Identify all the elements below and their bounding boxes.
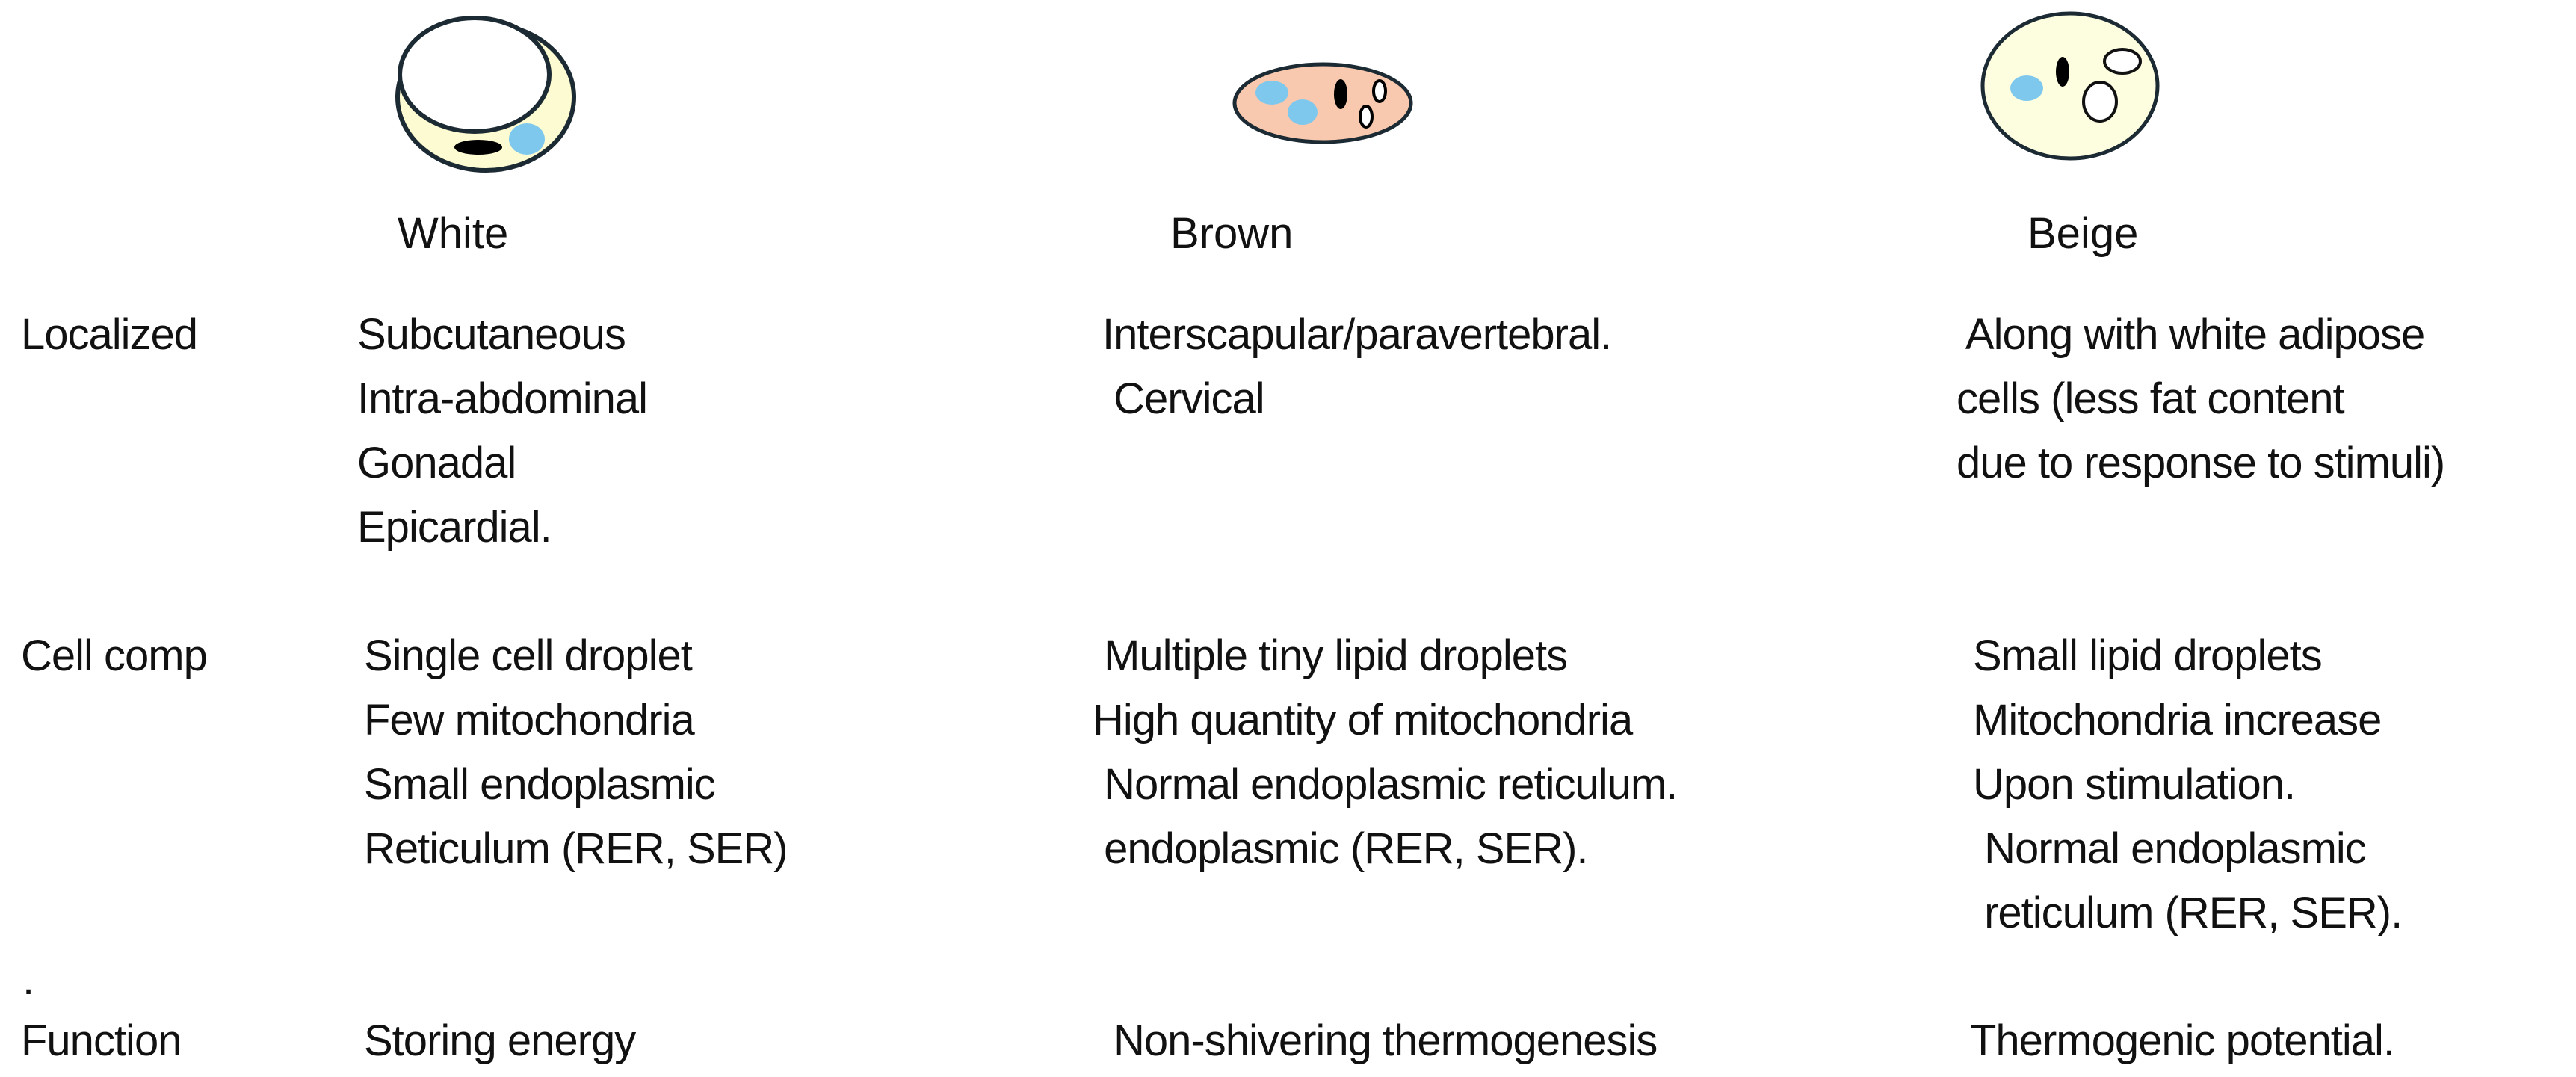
white-adipocyte-icon [395, 16, 576, 173]
cell-line: Cervical [1102, 374, 1265, 423]
cell-line: Subcutaneous [357, 310, 626, 359]
cell-line: Small endoplasmic [364, 760, 716, 809]
column-header-brown: Brown [1170, 209, 1294, 258]
localized-brown-cell: Interscapular/paravertebral. Cervical [1102, 303, 1612, 431]
cell-line: Few mitochondria [364, 696, 695, 744]
localized-beige-cell: Along with white adipose cells (less fat… [1956, 303, 2445, 496]
row-label-function: Function [21, 1016, 182, 1065]
cell-line: Upon stimulation. [1973, 760, 2296, 809]
cell-comp-brown-cell: Multiple tiny lipid droplets High quanti… [1093, 624, 1678, 881]
cell-line: Interscapular/paravertebral. [1102, 310, 1612, 359]
cell-line: cells (less fat content [1956, 374, 2345, 423]
cell-line: Multiple tiny lipid droplets [1093, 632, 1568, 680]
function-white-cell: Storing energy [364, 1016, 636, 1065]
column-header-beige: Beige [2027, 209, 2139, 258]
cell-comp-white-cell: Single cell droplet Few mitochondria Sma… [364, 624, 788, 881]
cell-line: endoplasmic (RER, SER). [1093, 824, 1588, 873]
cell-line: Along with white adipose [1956, 310, 2425, 359]
cell-line: Normal endoplasmic reticulum. [1093, 760, 1678, 809]
localized-white-cell: Subcutaneous Intra-abdominal Gonadal Epi… [357, 303, 648, 560]
cell-comp-beige-cell: Small lipid droplets Mitochondria increa… [1973, 624, 2403, 945]
cell-line: Reticulum (RER, SER) [364, 824, 788, 873]
cell-line: Single cell droplet [364, 632, 693, 680]
beige-adipocyte-icon [1980, 11, 2160, 161]
cell-line: High quantity of mitochondria [1093, 696, 1633, 744]
row-label-localized: Localized [21, 310, 198, 359]
cell-line: due to response to stimuli) [1956, 439, 2445, 487]
cell-line: Epicardial. [357, 503, 552, 552]
column-header-white: White [398, 209, 509, 258]
cell-line: Normal endoplasmic [1973, 824, 2367, 873]
cell-line: reticulum (RER, SER). [1973, 889, 2403, 937]
function-beige-cell: Thermogenic potential. [1970, 1016, 2395, 1065]
cell-line: Intra-abdominal [357, 374, 648, 423]
cell-line: Mitochondria increase [1973, 696, 2382, 744]
row-label-cell-comp: Cell comp [21, 632, 208, 680]
function-brown-cell: Non-shivering thermogenesis [1114, 1016, 1658, 1065]
cell-line: Small lipid droplets [1973, 632, 2323, 680]
separator-dot: . [22, 955, 34, 1004]
brown-adipocyte-icon [1232, 62, 1413, 144]
cell-line: Gonadal [357, 439, 516, 487]
